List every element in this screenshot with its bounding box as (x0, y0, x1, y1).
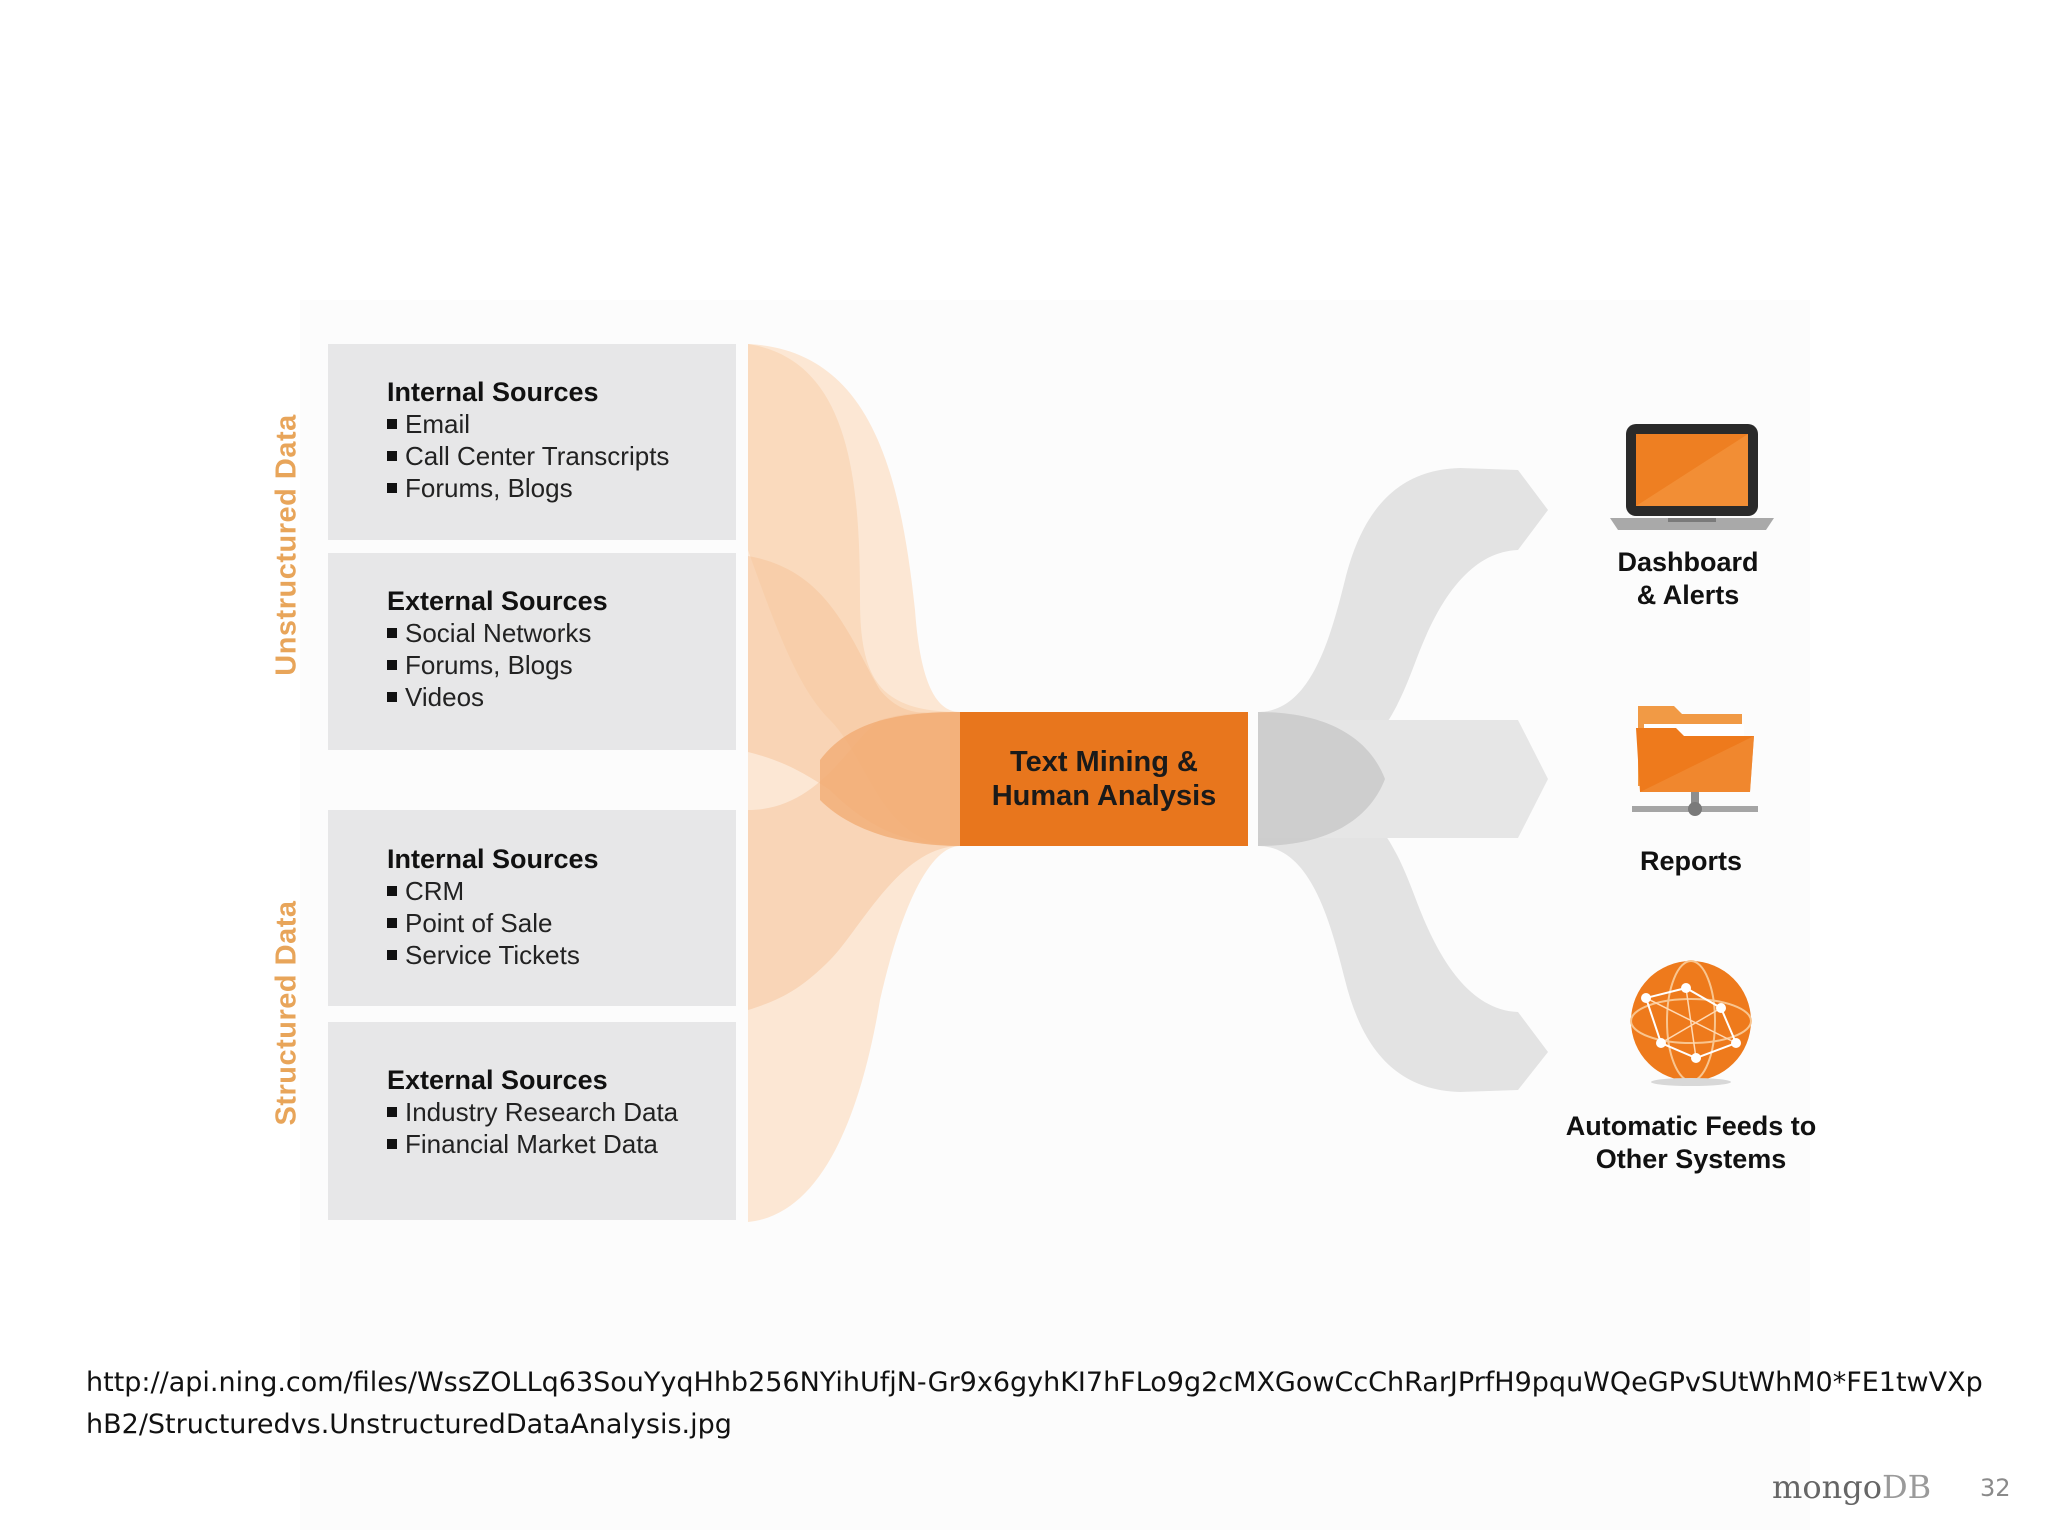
list-item: Forums, Blogs (387, 649, 736, 681)
list-item: Social Networks (387, 617, 736, 649)
flow-gray-blend (1258, 712, 1385, 846)
list-item: Industry Research Data (387, 1096, 736, 1128)
source-list: Industry Research Data Financial Market … (387, 1096, 736, 1160)
source-url: http://api.ning.com/files/WssZOLLq63SouY… (86, 1367, 1983, 1440)
list-item: Email (387, 408, 736, 440)
list-item: Call Center Transcripts (387, 440, 736, 472)
source-title: Internal Sources (387, 377, 599, 407)
globe-icon (1630, 960, 1752, 1086)
source-box-unstructured-external: External Sources Social Networks Forums,… (328, 553, 736, 750)
laptop-icon (1610, 424, 1774, 530)
source-box-structured-external: External Sources Industry Research Data … (328, 1022, 736, 1220)
list-item: Service Tickets (387, 939, 736, 971)
source-box-unstructured-internal: Internal Sources Email Call Center Trans… (328, 344, 736, 540)
flow-to-feeds (1258, 760, 1548, 1092)
logo-db: DB (1881, 1468, 1932, 1506)
source-list: Social Networks Forums, Blogs Videos (387, 617, 736, 713)
output-label-dashboard: Dashboard & Alerts (1617, 547, 1759, 610)
source-list: CRM Point of Sale Service Tickets (387, 875, 736, 971)
center-process-label: Text Mining & Human Analysis (991, 746, 1217, 812)
source-list: Email Call Center Transcripts Forums, Bl… (387, 408, 736, 504)
output-label-feeds: Automatic Feeds to Other Systems (1565, 1111, 1817, 1174)
page-number: 32 (1980, 1474, 2011, 1502)
source-title: External Sources (387, 586, 608, 616)
output-label-reports: Reports (1639, 846, 1743, 876)
flow-center-blend (820, 712, 960, 846)
mongodb-logo: mongoDB (1772, 1468, 1931, 1506)
flow-to-dashboard (1258, 468, 1548, 800)
list-item: Point of Sale (387, 907, 736, 939)
source-title: External Sources (387, 1065, 608, 1095)
folder-icon (1632, 706, 1758, 816)
group-label-unstructured: Unstructured Data (270, 414, 303, 676)
center-process-box: Text Mining & Human Analysis (960, 712, 1248, 846)
source-box-structured-internal: Internal Sources CRM Point of Sale Servi… (328, 810, 736, 1006)
list-item: CRM (387, 875, 736, 907)
source-title: Internal Sources (387, 844, 599, 874)
list-item: Videos (387, 681, 736, 713)
list-item: Forums, Blogs (387, 472, 736, 504)
logo-mongo: mongo (1772, 1468, 1882, 1506)
list-item: Financial Market Data (387, 1128, 736, 1160)
group-label-structured: Structured Data (270, 900, 303, 1126)
